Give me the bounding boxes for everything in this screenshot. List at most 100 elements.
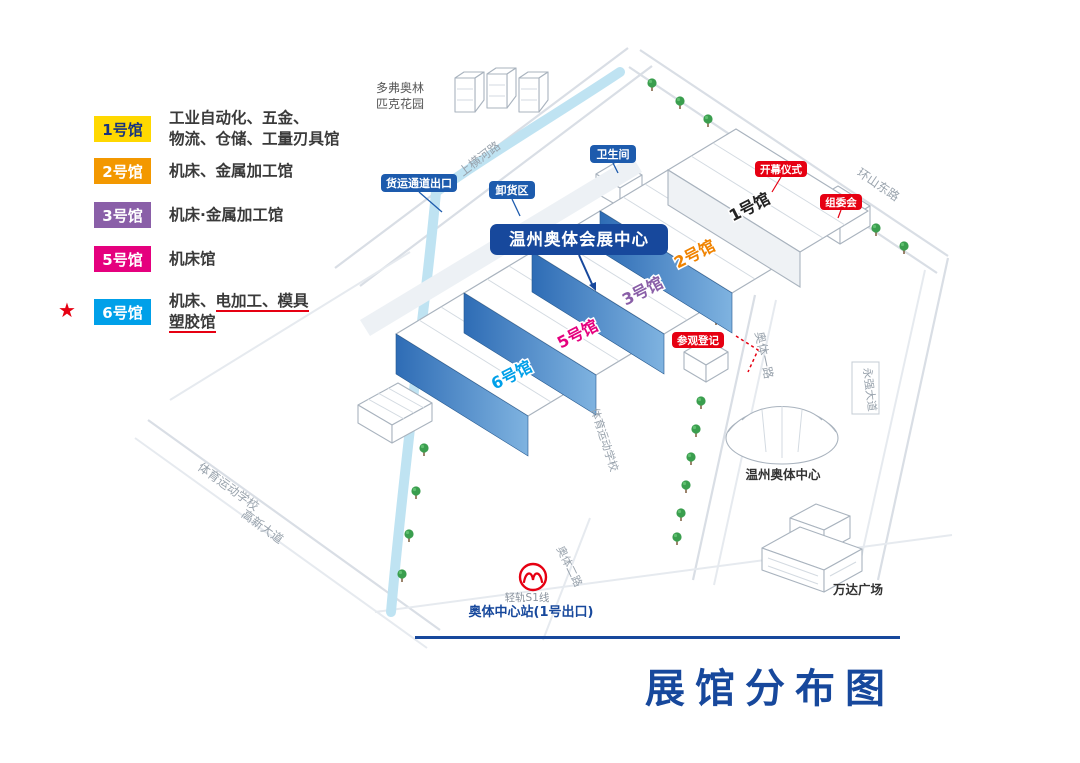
light-rail-station: 轻轨S1线 奥体中心站(1号出口)	[469, 562, 594, 620]
hall1-desc: 工业自动化、五金、 物流、仓储、工量刃具馆	[169, 108, 340, 150]
leader-line	[612, 162, 619, 174]
opening-ceremony-badge-label: 开幕仪式	[760, 163, 802, 176]
aoti-center-label: 温州奥体中心	[745, 467, 821, 482]
tower	[518, 71, 549, 113]
leader-line	[771, 176, 782, 193]
road-line	[876, 257, 950, 581]
road-line	[857, 269, 926, 573]
road-line	[639, 49, 949, 257]
star-icon: ★	[58, 298, 76, 322]
hall3-wall	[531, 251, 665, 375]
hall3-desc: 机床·金属加工馆	[169, 205, 284, 224]
hall1-desc-line2: 物流、仓储、工量刃具馆	[169, 130, 340, 148]
freight-exit-badge	[381, 174, 457, 192]
hall6-badge: 6号馆	[94, 299, 151, 325]
surrounding-buildings	[357, 67, 871, 593]
center-badge-label: 温州奥体会展中心	[509, 229, 649, 249]
roads	[134, 47, 953, 649]
restroom-badge-label: 卫生间	[597, 147, 630, 161]
organizing-committee-badge	[820, 194, 862, 210]
hall1-roof	[667, 128, 869, 253]
hall2-desc: 机床、金属加工馆	[169, 161, 294, 180]
footer-divider-line	[415, 636, 900, 639]
road-label-yongqiang: 永强大道	[860, 367, 879, 412]
road-label-shanghenghe: 上横河路	[456, 138, 503, 179]
stadium	[725, 405, 839, 465]
hall5-wall	[463, 292, 597, 416]
road-line	[134, 437, 428, 649]
tree-icon	[646, 77, 658, 92]
road-label-aoti-er: 奥体二路	[554, 543, 586, 589]
road-line	[542, 517, 591, 641]
hall1-wall	[667, 169, 801, 288]
leader-line	[511, 198, 521, 217]
road-line	[169, 251, 411, 401]
restroom-badge	[590, 145, 636, 163]
hall6-desc-line1-underlined: 电加工、模具	[215, 292, 309, 312]
page-title: 展馆分布图	[645, 666, 895, 712]
hall1-badge: 1号馆	[94, 116, 151, 142]
center-badge-box	[490, 224, 668, 255]
visitor-registration-badge	[672, 332, 724, 348]
center-badge-pointer	[578, 254, 593, 285]
dover-garden-label-line1: 多弗奥林	[376, 81, 424, 95]
legend-item-hall1: 1号馆 工业自动化、五金、 物流、仓储、工量刃具馆	[94, 108, 340, 150]
center-badge-arrowhead	[589, 282, 596, 291]
tree-icon	[690, 423, 702, 438]
wanda-label: 万达广场	[832, 582, 883, 597]
tree-icon	[418, 442, 430, 457]
dover-garden-label-line2: 匹克花园	[376, 96, 424, 111]
tree-icon	[680, 479, 692, 494]
road-sign-box	[851, 361, 880, 415]
entry-route-dashes	[735, 335, 759, 373]
tree-icon	[685, 451, 697, 466]
tree-icon	[403, 528, 415, 543]
tree-icon	[675, 507, 687, 522]
opening-ceremony-badge	[755, 161, 807, 177]
wanda-plaza	[761, 503, 863, 593]
poi-badges: 货运通道出口 卸货区 卫生间 开幕仪式 组委会 参观登记	[381, 145, 862, 373]
tree-icon	[410, 485, 422, 500]
hall6-desc: 机床、电加工、模具 塑胶馆	[169, 291, 309, 333]
tree-icon	[702, 113, 714, 128]
hall3-badge: 3号馆	[94, 202, 151, 228]
road-line	[691, 294, 757, 581]
hall2-badge: 2号馆	[94, 158, 151, 184]
hall6-desc-line2-underlined: 塑胶馆	[169, 313, 216, 333]
legend-item-hall6: 6号馆 机床、电加工、模具 塑胶馆	[94, 291, 309, 333]
sports-school-label-east: 体育运动学校	[588, 406, 622, 473]
hall6-desc-line2: 塑胶馆	[169, 312, 309, 333]
station-name-label: 奥体中心站(1号出口)	[469, 604, 594, 620]
tower	[486, 67, 517, 109]
road-line	[374, 534, 953, 613]
s1-line-logo-glyph-icon	[522, 572, 544, 584]
hall6-wall	[395, 333, 529, 457]
hall5-desc: 机床馆	[169, 249, 216, 268]
legend-item-hall2: 2号馆 机床、金属加工馆	[94, 158, 293, 184]
tree-icon	[695, 395, 707, 410]
unloading-badge	[489, 181, 535, 199]
center-badge: 温州奥体会展中心	[490, 224, 668, 291]
unloading-badge-label: 卸货区	[496, 183, 529, 197]
parking-building	[357, 382, 433, 444]
freight-exit-badge-label: 货运通道出口	[385, 176, 452, 190]
tree-icon	[671, 531, 683, 546]
canal	[386, 67, 625, 617]
legend-item-hall5: 5号馆 机床馆	[94, 246, 216, 272]
hall1-desc-line1: 工业自动化、五金、	[169, 109, 309, 127]
legend-item-hall3: 3号馆 机床·金属加工馆	[94, 202, 283, 228]
hall6-desc-line1-normal: 机床、	[169, 292, 216, 310]
dover-garden-towers	[454, 67, 549, 113]
leader-line	[837, 209, 842, 219]
visitor-registration-badge-label: 参观登记	[677, 334, 719, 347]
organizing-committee-badge-label: 组委会	[825, 196, 857, 209]
leader-line	[418, 191, 443, 213]
hall6-desc-line1: 机床、电加工、模具	[169, 291, 309, 312]
hall5-badge: 5号馆	[94, 246, 151, 272]
road-label-gaoxin: 高新大道	[239, 506, 287, 546]
road-line	[359, 65, 653, 287]
s1-line-label: 轻轨S1线	[505, 591, 550, 604]
tower	[454, 71, 485, 113]
